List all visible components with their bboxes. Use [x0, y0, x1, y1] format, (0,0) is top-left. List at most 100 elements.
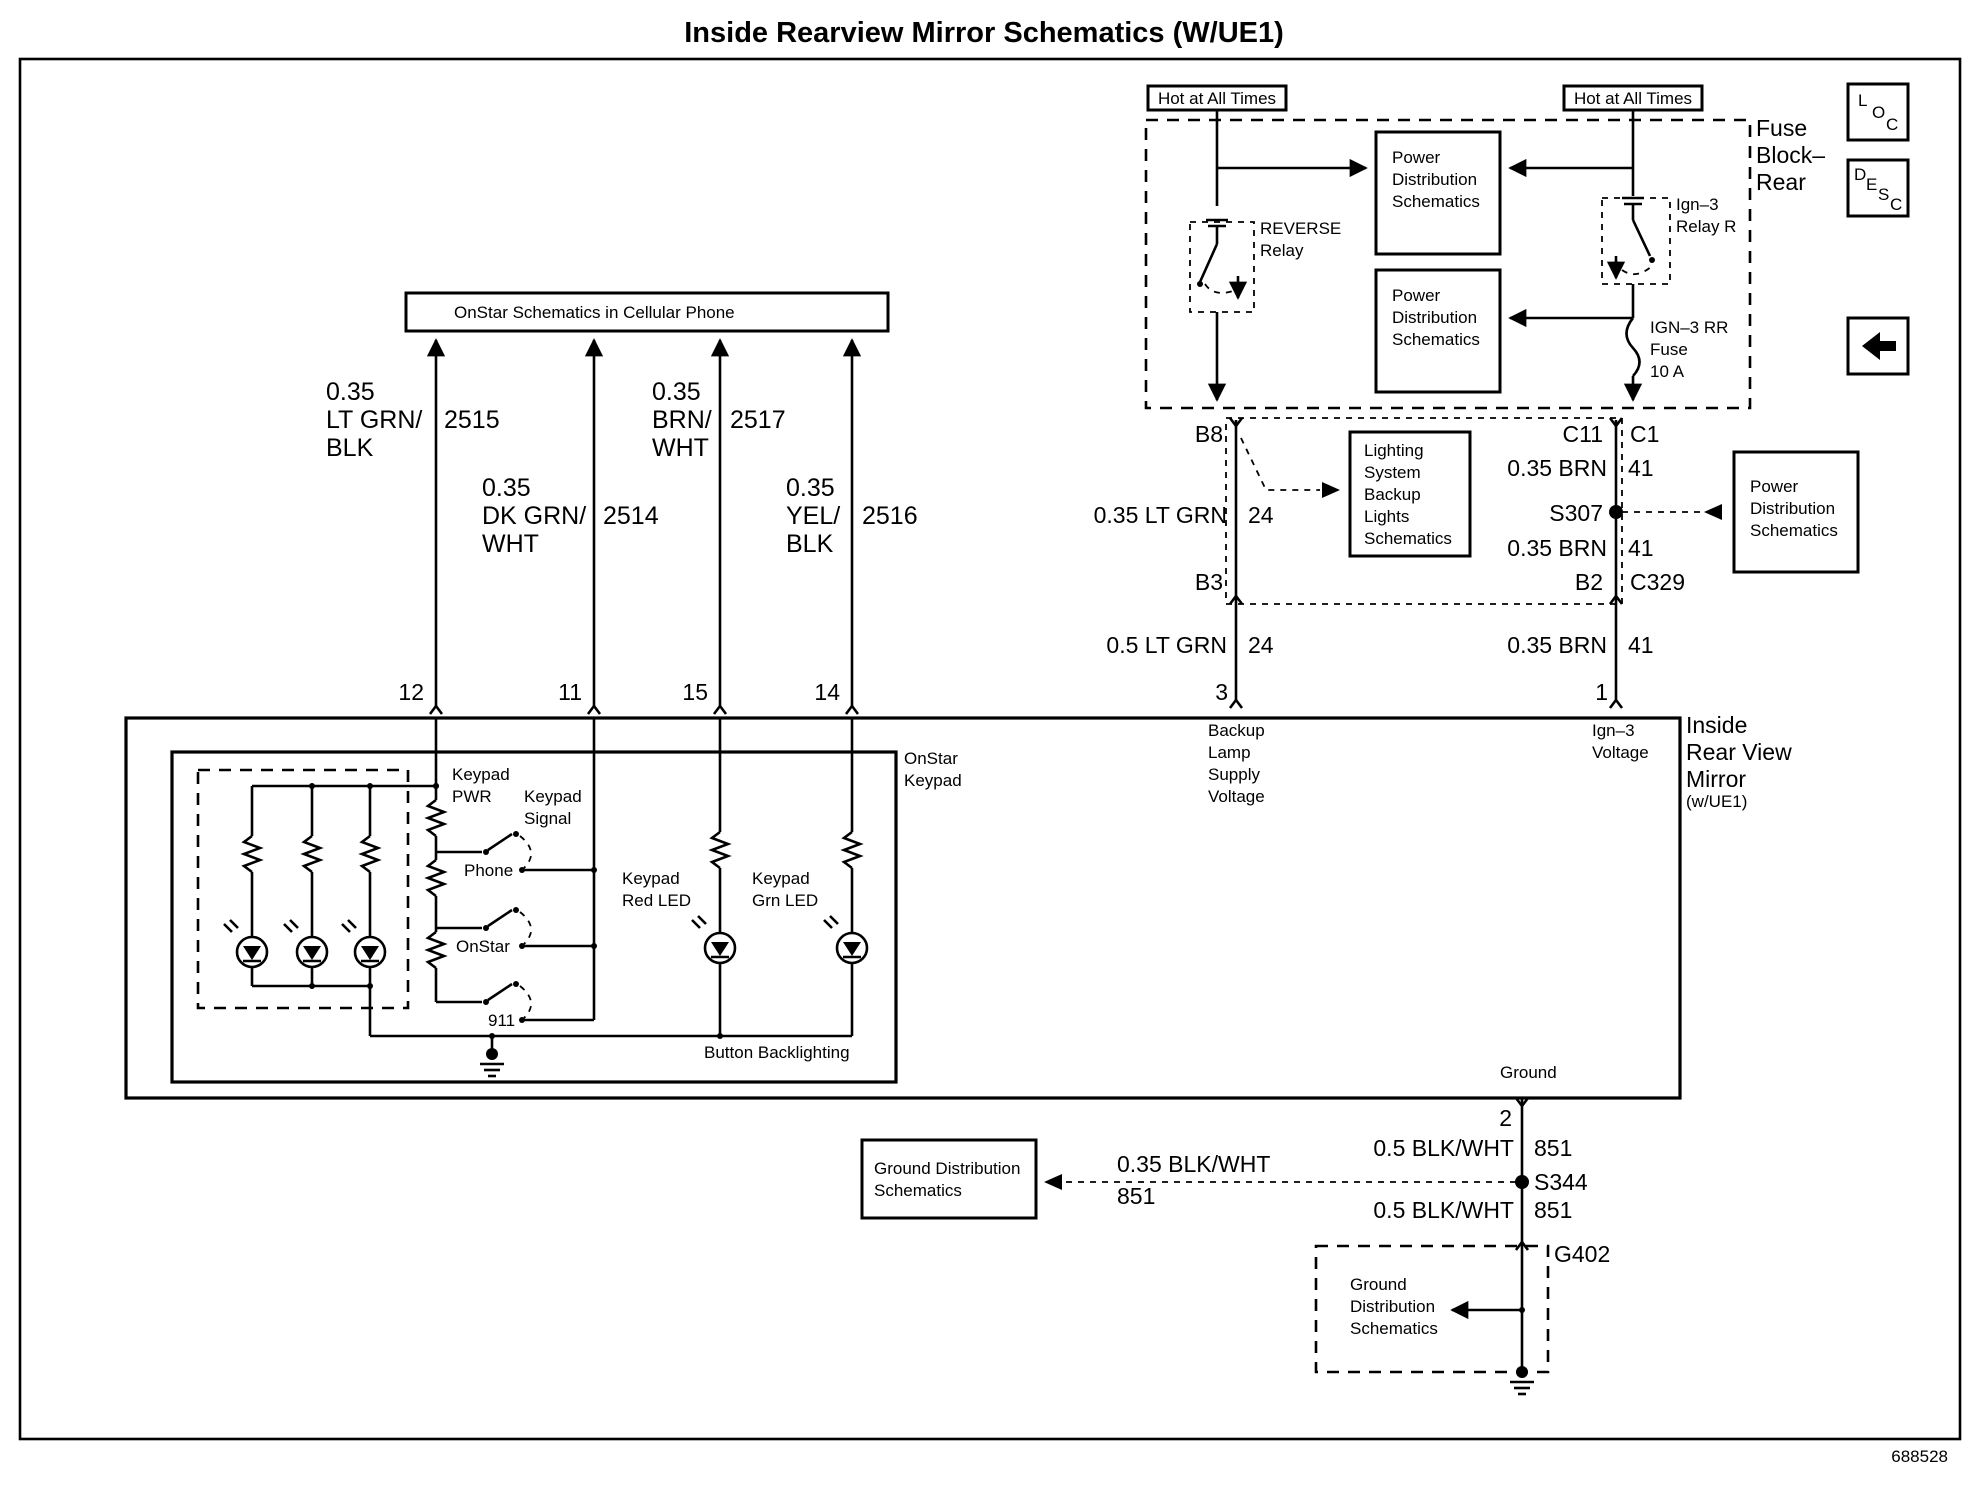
keypad-pwr-label-2: PWR [452, 787, 492, 806]
keypad-ground-symbol [480, 1036, 504, 1078]
wire-2514-circuit: 2514 [603, 502, 659, 530]
onstar-keypad-label-2: Keypad [904, 771, 962, 790]
pd-mid-line-3: Schematics [1392, 330, 1480, 349]
inside-rear-view-mirror-box [124, 716, 1682, 1100]
wire-brn-41b: 0.35 BRN [1507, 535, 1607, 561]
ground-dist-line-3: Schematics [1350, 1319, 1438, 1338]
splice-s307 [1609, 505, 1623, 519]
loc-letter-o: O [1872, 103, 1885, 122]
lighting-line-5: Schematics [1364, 529, 1452, 548]
phone-label: Phone [464, 861, 513, 880]
keypad-grn-led [823, 718, 869, 1036]
wire-2517-size: 0.35 [652, 378, 701, 406]
ign3-voltage-line-2: Voltage [1592, 743, 1649, 762]
wire-blk-wht-851b: 0.5 BLK/WHT [1373, 1197, 1514, 1223]
backup-voltage-line-1: Backup [1208, 721, 1265, 740]
fuse-block-label-2: Block– [1756, 142, 1825, 168]
connector-b8: B8 [1195, 421, 1223, 447]
wire-2517 [710, 338, 730, 715]
wire-lt-grn-24: 0.35 LT GRN [1094, 502, 1227, 528]
lighting-system-box[interactable] [1348, 430, 1472, 558]
backlight-led-dashed [196, 768, 410, 1010]
nine11-label: 911 [488, 1011, 515, 1030]
ground-distribution-box[interactable] [860, 1138, 1038, 1220]
splice-s344-label: S344 [1534, 1169, 1588, 1195]
wire-2516-color: YEL/ [786, 502, 840, 530]
pd-top-line-3: Schematics [1392, 192, 1480, 211]
wire-2515-color: LT GRN/ [326, 406, 422, 434]
ign3-relay-label: Ign–3 [1676, 195, 1719, 214]
desc-letter-d: D [1854, 165, 1866, 184]
connector-c329: C329 [1630, 569, 1685, 595]
wire-2515-size: 0.35 [326, 378, 375, 406]
fuse-block-label: Fuse [1756, 115, 1807, 141]
backup-voltage-line-2: Lamp [1208, 743, 1251, 762]
lighting-line-3: Backup [1364, 485, 1421, 504]
circuit-41b: 41 [1628, 535, 1654, 561]
pd-mid-line-1: Power [1392, 286, 1441, 305]
power-distribution-box-right[interactable] [1732, 450, 1860, 574]
ground-label: Ground [1500, 1063, 1557, 1082]
connector-c11: C11 [1563, 421, 1604, 447]
figure-id: 688528 [1891, 1447, 1948, 1466]
back-arrow-icon[interactable] [1846, 316, 1910, 376]
circuit-41a: 41 [1628, 455, 1654, 481]
pin-12: 12 [398, 679, 424, 705]
mirror-label-3: Mirror [1686, 766, 1746, 792]
pin-3: 3 [1215, 679, 1228, 705]
wire-2517-color-2: WHT [652, 434, 709, 462]
pin-11: 11 [558, 679, 582, 705]
mirror-label-2: Rear View [1686, 739, 1792, 765]
backlight-led-3 [341, 786, 387, 986]
hot-at-all-times-left: Hot at All Times [1158, 89, 1276, 108]
wire-2515 [426, 338, 446, 715]
onstar-keypad-label: OnStar [904, 749, 958, 768]
fuse-block-rear-dashed [1144, 118, 1752, 410]
ign3-relay-label-2: Relay R [1676, 217, 1736, 236]
power-distribution-box-mid[interactable] [1374, 268, 1502, 394]
wire-2516-circuit: 2516 [862, 502, 918, 530]
wire-blk-wht-851a: 0.5 BLK/WHT [1373, 1135, 1514, 1161]
pd-right-line-2: Distribution [1750, 499, 1835, 518]
wire-2514-color: DK GRN/ [482, 502, 586, 530]
fuse-label: IGN–3 RR [1650, 318, 1728, 337]
wire-brn-41a: 0.35 BRN [1507, 455, 1607, 481]
connector-c1: C1 [1630, 421, 1659, 447]
connector-enclosure-dashed [1225, 417, 1623, 605]
pd-mid-line-2: Distribution [1392, 308, 1477, 327]
reverse-relay-dashed [1189, 221, 1255, 313]
reverse-relay-label: REVERSE [1260, 219, 1341, 238]
power-distribution-box-top[interactable] [1374, 130, 1502, 256]
wire-2515-circuit: 2515 [444, 406, 500, 434]
connector-b2: B2 [1575, 569, 1603, 595]
reverse-relay-label-2: Relay [1260, 241, 1304, 260]
pin-2: 2 [1499, 1105, 1512, 1131]
grn-led-label: Keypad [752, 869, 810, 888]
pin-1: 1 [1595, 679, 1608, 705]
outer-frame [18, 57, 1962, 1441]
circuit-41c: 41 [1628, 632, 1654, 658]
pin-14: 14 [814, 679, 840, 705]
desc-letter-s: S [1878, 185, 1889, 204]
wire-2516 [842, 338, 862, 715]
loc-icon[interactable]: L O C [1846, 82, 1910, 142]
desc-icon[interactable]: D E S C [1846, 158, 1910, 218]
wire-lt-grn-0-5-24: 0.5 LT GRN [1106, 632, 1227, 658]
ground-dist-line-1: Ground [1350, 1275, 1407, 1294]
nine11-switch: 911 [436, 981, 594, 1030]
onstar-label: OnStar [456, 937, 510, 956]
keypad-red-led [691, 718, 737, 1036]
fuse-symbol [1625, 317, 1641, 377]
ground-dist-line-2: Distribution [1350, 1297, 1435, 1316]
onstar-keypad-box [170, 750, 898, 1084]
lighting-line-1: Lighting [1364, 441, 1424, 460]
onstar-schematics-box[interactable] [404, 291, 890, 333]
ground-box-line-1: Ground Distribution [874, 1159, 1020, 1178]
keypad-resistor-ladder [424, 718, 448, 1002]
wire-blk-wht-851c: 0.35 BLK/WHT [1117, 1151, 1270, 1177]
ign3-voltage-line-1: Ign–3 [1592, 721, 1635, 740]
desc-letter-c: C [1890, 195, 1902, 214]
loc-letter-c: C [1886, 115, 1898, 134]
mirror-label: Inside [1686, 712, 1747, 738]
ground-g402-label: G402 [1554, 1241, 1610, 1267]
